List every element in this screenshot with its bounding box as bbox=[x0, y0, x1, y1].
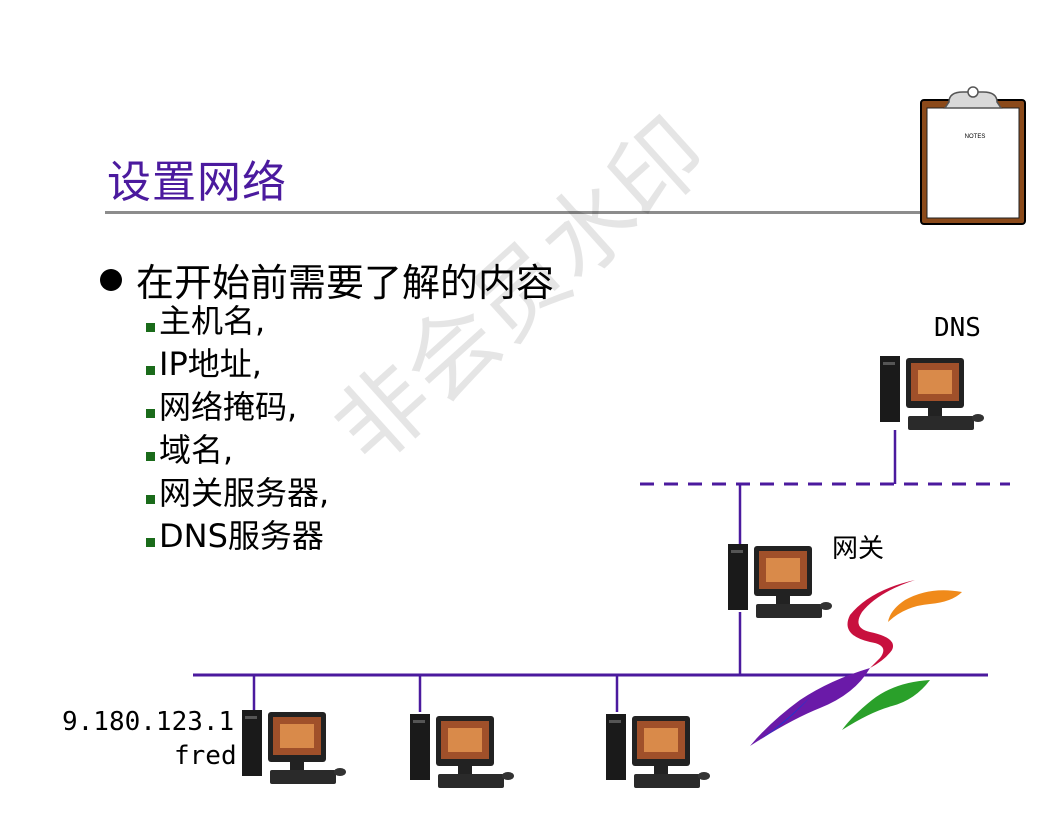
page-title: 设置网络 bbox=[107, 157, 287, 208]
square-bullet-icon bbox=[146, 409, 155, 418]
swoosh-logo bbox=[750, 580, 962, 746]
host-name-label: fred bbox=[174, 741, 237, 771]
host-computer-icon[interactable] bbox=[604, 710, 714, 800]
list-item: 网关服务器, bbox=[146, 472, 329, 515]
list-item-text: 主机名, bbox=[159, 302, 266, 340]
title-divider bbox=[105, 211, 923, 214]
list-item: 主机名, bbox=[146, 300, 329, 343]
list-item: IP地址, bbox=[146, 343, 329, 386]
gateway-label: 网关 bbox=[832, 534, 885, 564]
dns-label: DNS bbox=[934, 313, 981, 343]
list-item-text: 域名, bbox=[159, 431, 234, 469]
sub-item-list: 主机名, IP地址, 网络掩码, 域名, 网关服务器, DNS服务器 bbox=[146, 300, 329, 558]
list-item-text: 网络掩码, bbox=[159, 388, 298, 426]
main-bullet-text: 在开始前需要了解的内容 bbox=[136, 261, 555, 305]
main-bullet: 在开始前需要了解的内容 bbox=[100, 252, 554, 307]
square-bullet-icon bbox=[146, 538, 155, 547]
square-bullet-icon bbox=[146, 452, 155, 461]
square-bullet-icon bbox=[146, 323, 155, 332]
host-fred-computer-icon[interactable] bbox=[240, 706, 350, 796]
square-bullet-icon bbox=[146, 495, 155, 504]
list-item-text: DNS服务器 bbox=[159, 517, 324, 555]
square-bullet-icon bbox=[146, 366, 155, 375]
gateway-computer-icon[interactable] bbox=[726, 540, 836, 630]
host-computer-icon[interactable] bbox=[408, 710, 518, 800]
list-item: 域名, bbox=[146, 429, 329, 472]
bullet-dot-icon bbox=[100, 268, 122, 291]
host-ip-label: 9.180.123.1 bbox=[62, 707, 235, 737]
clipboard-icon[interactable]: NOTES bbox=[917, 84, 1029, 228]
list-item: 网络掩码, bbox=[146, 386, 329, 429]
dns-server-computer-icon[interactable] bbox=[878, 352, 988, 442]
list-item-text: IP地址, bbox=[159, 345, 262, 383]
list-item-text: 网关服务器, bbox=[159, 474, 330, 512]
clipboard-text: NOTES bbox=[965, 134, 986, 140]
list-item: DNS服务器 bbox=[146, 515, 329, 558]
